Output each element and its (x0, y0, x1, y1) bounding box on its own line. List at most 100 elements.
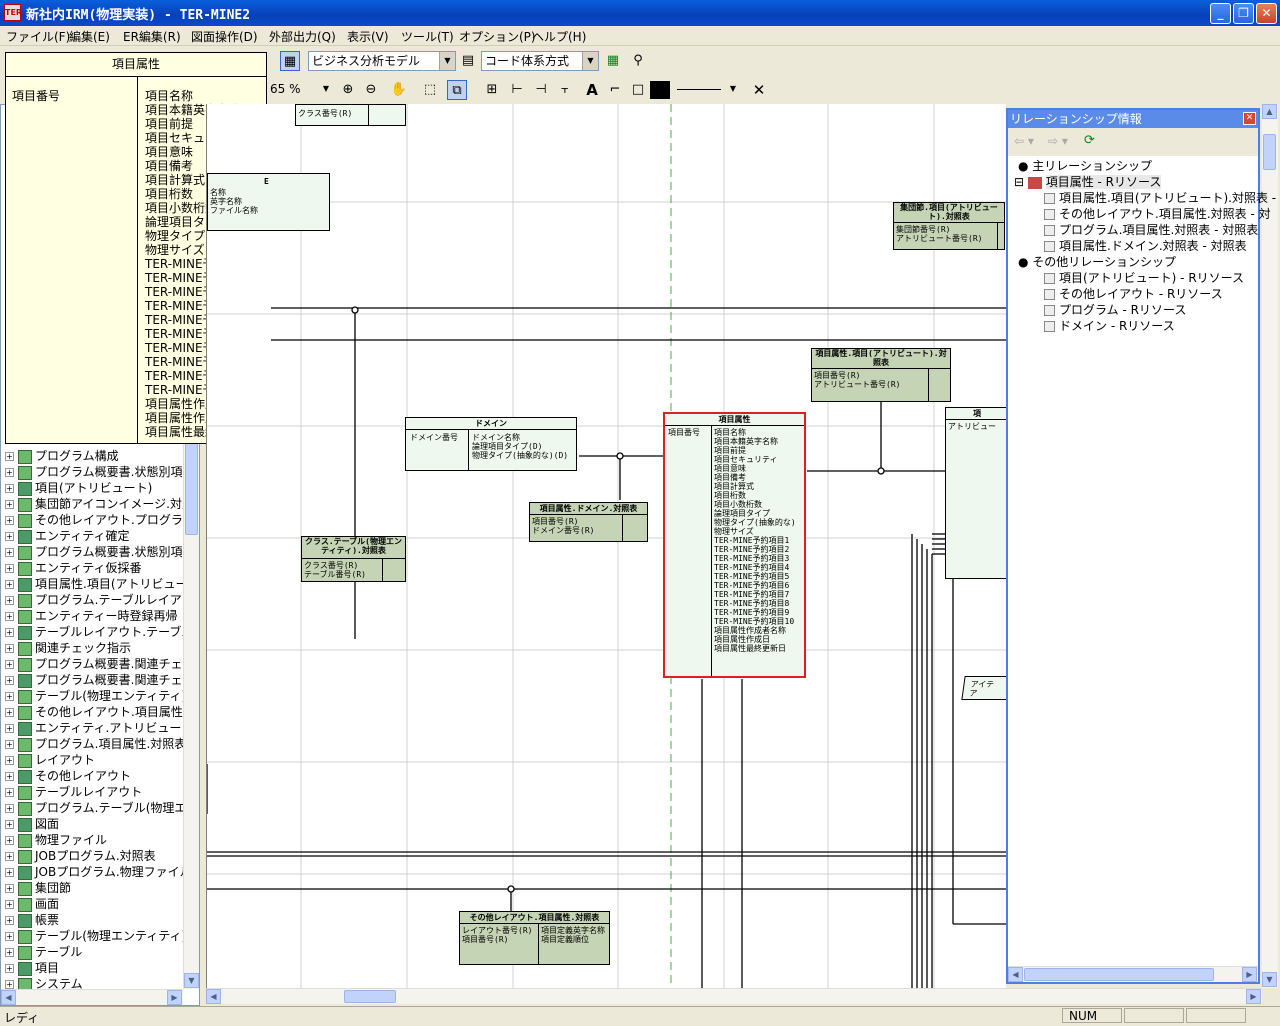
zoom-out-icon[interactable]: ⊖ (365, 82, 377, 97)
expand-icon[interactable]: + (5, 916, 14, 925)
expand-icon[interactable]: + (5, 612, 14, 621)
expand-icon[interactable]: + (5, 948, 14, 957)
table-icon[interactable]: ▤ (461, 53, 475, 68)
expand-icon[interactable]: + (5, 468, 14, 477)
connector-icon[interactable]: ⌐ (609, 82, 621, 97)
scroll-left-icon[interactable]: ◀ (1008, 967, 1023, 982)
class-table-entity-top[interactable]: クラス番号(R) (295, 104, 406, 126)
expand-icon[interactable]: + (5, 836, 14, 845)
grid-icon[interactable]: ▦ (606, 53, 620, 68)
tree-item[interactable]: +集団節 (5, 879, 71, 896)
expand-icon[interactable]: + (5, 452, 14, 461)
tree-item[interactable]: +プログラム概要書.状態別項目 (5, 463, 194, 480)
tree-horizontal-scrollbar[interactable]: ◀ ▶ (1, 989, 183, 1005)
scroll-down-icon[interactable]: ▼ (1262, 972, 1277, 987)
expand-icon[interactable]: + (5, 500, 14, 509)
koumoku-domain-entity[interactable]: 項目属性.ドメイン.対照表 項目番号(R) ドメイン番号(R) (529, 502, 648, 542)
tree-item[interactable]: +プログラム概要書.関連チェック対 (5, 655, 199, 672)
other-layout-entity[interactable]: その他レイアウト.項目属性.対照表 レイアウト番号(R) 項目番号(R) 項目定… (459, 911, 610, 965)
expand-icon[interactable]: + (5, 660, 14, 669)
canvas-horizontal-scrollbar[interactable]: ◀ ▶ (206, 988, 1262, 1004)
tree-item[interactable]: +エンティティ仮採番 (5, 559, 142, 576)
menu-view[interactable]: 表示(V) (347, 30, 389, 44)
tree-item[interactable]: +集団節アイコンイメージ.対照表 (5, 495, 199, 512)
expand-icon[interactable]: + (5, 980, 14, 989)
class-table-entity[interactable]: クラス.テーブル(物理エンティティ).対照表 クラス番号(R) テーブル番号(R… (301, 536, 406, 582)
select-rect-icon[interactable]: ⬚ (423, 82, 437, 97)
relationship-item[interactable]: プログラム - Rリソース (1044, 301, 1186, 318)
tree-item[interactable]: +レイアウト (5, 751, 95, 768)
binoculars-icon[interactable]: ⚲ (633, 53, 643, 68)
menu-edit[interactable]: 編集(E) (69, 30, 110, 44)
tree-item[interactable]: +項目(アトリビュート) (5, 479, 152, 496)
tree-item[interactable]: +帳票 (5, 911, 59, 928)
menu-file[interactable]: ファイル(F) (6, 30, 71, 44)
tree-item[interactable]: +項目属性.項目(アトリビュート). (5, 575, 199, 592)
expand-icon[interactable]: + (5, 564, 14, 573)
text-tool-icon[interactable]: A (586, 81, 598, 99)
scroll-right-icon[interactable]: ▶ (1246, 989, 1261, 1004)
minimize-button[interactable]: _ (1210, 3, 1231, 24)
expand-icon[interactable]: + (5, 820, 14, 829)
menu-tools[interactable]: ツール(T) (401, 30, 454, 44)
canvas-hscroll-thumb[interactable] (344, 990, 396, 1003)
expand-icon[interactable]: + (5, 708, 14, 717)
tree-item[interactable]: +項目 (5, 959, 59, 976)
color-swatch-icon[interactable] (650, 81, 670, 99)
scroll-right-icon[interactable]: ▶ (167, 990, 182, 1005)
chevron-down-icon[interactable]: ▼ (582, 52, 598, 70)
expand-icon[interactable]: + (5, 868, 14, 877)
expand-icon[interactable]: + (5, 932, 14, 941)
expand-icon[interactable]: + (5, 804, 14, 813)
expand-icon[interactable]: + (5, 484, 14, 493)
canvas-vscroll-thumb[interactable] (1263, 134, 1276, 170)
relationship-item[interactable]: 項目属性.ドメイン.対照表 - 対照表 (1044, 237, 1247, 254)
model-select[interactable]: ビジネス分析モデル▼ (308, 51, 456, 71)
zoom-in-icon[interactable]: ⊕ (342, 82, 354, 97)
tree-item[interactable]: +プログラム.項目属性.対照表 (5, 735, 186, 752)
relationship-item[interactable]: その他レイアウト.項目属性.対照表 - 対 (1044, 205, 1271, 222)
hand-icon[interactable]: ✋ (390, 82, 408, 97)
tree-item[interactable]: +その他レイアウト (5, 767, 131, 784)
relationship-horizontal-scrollbar[interactable]: ◀ ▶ (1008, 966, 1258, 982)
er-diagram-canvas[interactable]: クラス番号(R) E 名称 英字名称 ファイル名称 ドメイン ドメイン番号 ドメ… (206, 104, 1006, 988)
relationship-item[interactable]: ドメイン - Rリソース (1044, 317, 1175, 334)
scroll-left-icon[interactable]: ◀ (206, 989, 221, 1004)
tree-item[interactable]: +その他レイアウト.プログラム.対照 (5, 511, 199, 528)
expand-icon[interactable]: + (5, 756, 14, 765)
tree-item[interactable]: +テーブル(物理エンティティ).SQL (5, 927, 199, 944)
tree-item[interactable]: +プログラム概要書.状態別項目 (5, 543, 194, 560)
koumoku-zokusei-entity-selected[interactable]: 項目属性 項目番号 項目名称 項目本籍英字名称 項目前提 項目セキュリティ 項目… (663, 412, 806, 678)
zoom-select[interactable]: 65 %▼ (267, 80, 334, 100)
expand-icon[interactable]: + (5, 964, 14, 973)
tree-item[interactable]: +エンティティー時登録再帰 (5, 607, 178, 624)
delete-icon[interactable]: ✕ (752, 81, 766, 99)
relation-multi-icon[interactable]: ⊣ (535, 82, 547, 97)
expand-icon[interactable]: + (5, 772, 14, 781)
expand-icon[interactable]: + (5, 644, 14, 653)
tree-item[interactable]: +物理ファイル (5, 831, 107, 848)
expand-icon[interactable]: + (5, 884, 14, 893)
expand-icon[interactable]: + (5, 532, 14, 541)
expand-icon[interactable]: + (5, 516, 14, 525)
expand-icon[interactable]: + (5, 596, 14, 605)
entity-tool-icon[interactable]: ⊞ (486, 82, 498, 97)
tree-item[interactable]: +プログラム概要書.関連チェック対 (5, 671, 199, 688)
chevron-down-icon[interactable]: ▼ (439, 52, 455, 70)
expand-icon[interactable]: + (5, 676, 14, 685)
note-shape[interactable]: アイテ ア (961, 676, 1006, 700)
tree-item[interactable]: +エンティティ確定 (5, 527, 130, 544)
tree-item[interactable]: +画面 (5, 895, 59, 912)
expand-icon[interactable]: + (5, 692, 14, 701)
tree-item[interactable]: +テーブル (5, 943, 82, 960)
expand-icon[interactable]: + (5, 900, 14, 909)
tree-item[interactable]: +図面 (5, 815, 59, 832)
scroll-right-icon[interactable]: ▶ (1242, 967, 1257, 982)
tree-item[interactable]: +エンティティ.アトリビュート.対照表 (5, 719, 199, 736)
forward-arrow-icon[interactable]: ⇨ ▾ (1048, 134, 1068, 148)
close-button[interactable]: ✕ (1256, 3, 1277, 24)
save-model-icon[interactable]: ▦ (280, 51, 300, 71)
back-arrow-icon[interactable]: ⇦ ▾ (1014, 134, 1034, 148)
tree-item[interactable]: +テーブルレイアウト (5, 783, 142, 800)
rectangle-icon[interactable]: □ (631, 82, 645, 97)
